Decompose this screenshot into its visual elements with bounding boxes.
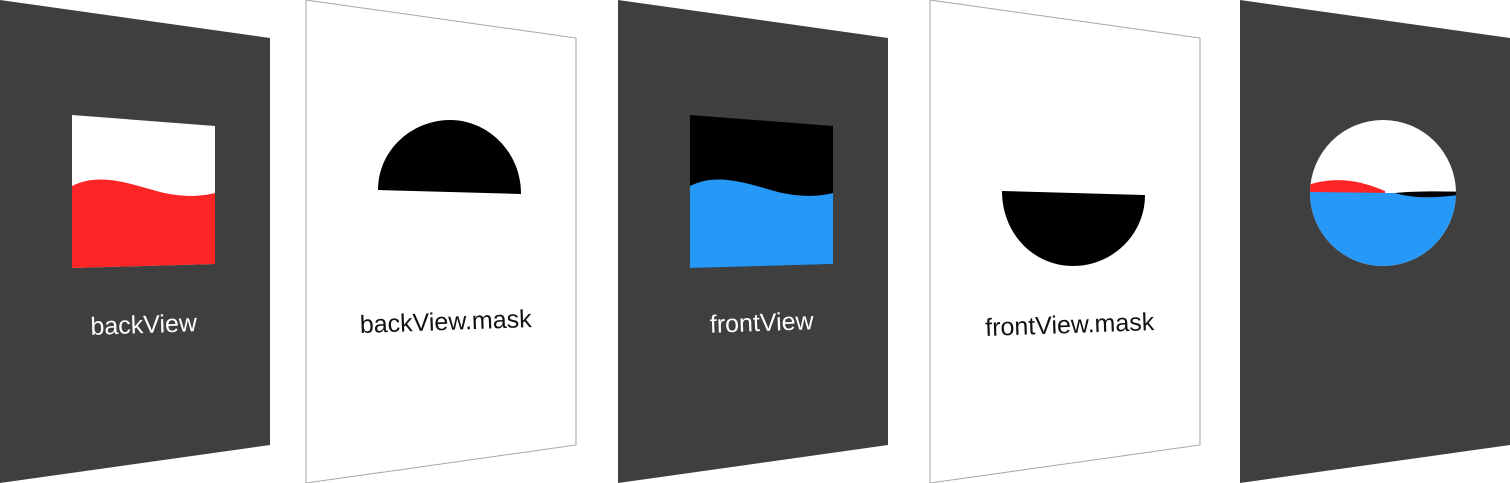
back-view-label: backView [90,309,198,341]
back-view-mask-upper-half-disc [378,120,521,194]
back-view-mask-panel: backView.mask [305,0,577,483]
front-view-mask-label: frontView.mask [985,308,1155,342]
front-view-label: frontView [709,307,815,339]
front-view-layer [690,115,833,268]
back-view-red-wave [72,179,215,268]
back-view-mask-panel-background [305,0,577,483]
front-view-panel: frontView [618,0,888,483]
front-view-blue-wave [690,179,833,268]
back-view-layer [72,115,215,268]
front-view-mask-lower-half-disc [1002,191,1145,266]
composite-panel [1240,0,1510,483]
back-view-mask-label: backView.mask [359,305,532,339]
front-view-mask-panel: frontView.mask [929,0,1201,483]
back-view-panel: backView [0,0,270,483]
